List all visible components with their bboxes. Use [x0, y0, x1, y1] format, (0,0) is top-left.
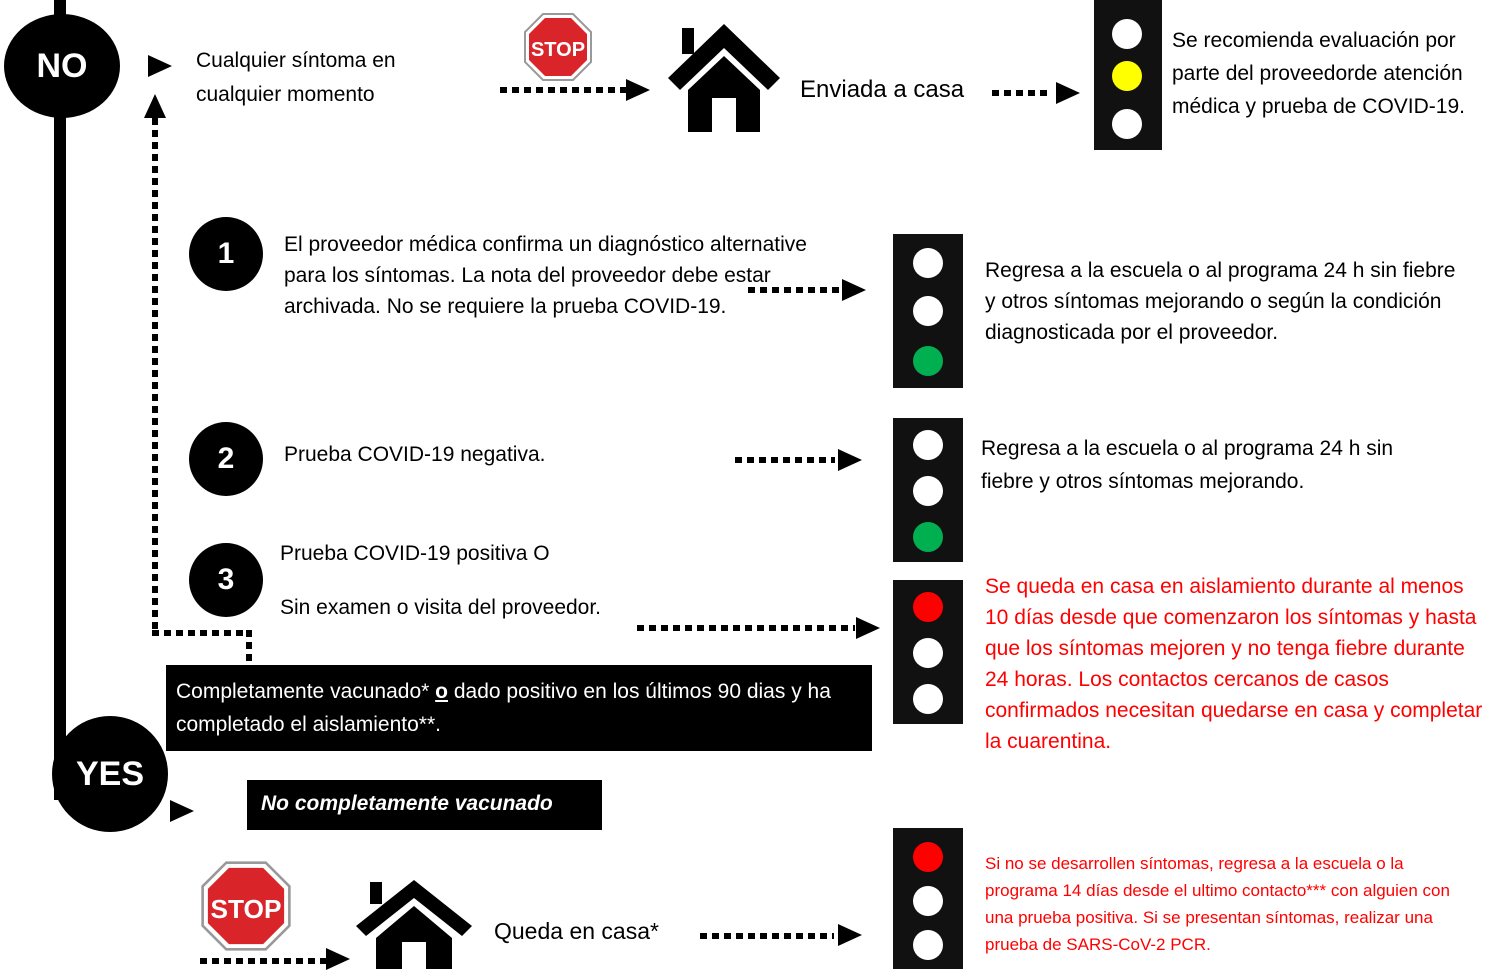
lamp-yellow	[1112, 61, 1142, 91]
lamp-green	[913, 522, 943, 552]
no-circle: NO	[4, 14, 120, 118]
symptom-text: Cualquier síntoma en cualquier momento	[196, 49, 396, 106]
dotted-arrow-line	[992, 90, 1052, 96]
stop-sign-icon-bottom: STOP	[201, 861, 291, 951]
lamp-off	[1112, 109, 1142, 139]
step-number-2: 2	[189, 422, 263, 496]
lamp-off	[913, 430, 943, 460]
no-label: NO	[36, 46, 88, 85]
yes-label: YES	[75, 754, 145, 793]
main-flow-line	[54, 0, 66, 800]
dotted-arrow-line	[735, 457, 835, 463]
not-vaccinated-text: No completamente vacunado	[261, 792, 553, 815]
dotted-arrow-line	[700, 933, 834, 939]
step1-text: El proveedor médica confirma un diagnóst…	[284, 233, 807, 318]
dotted-return-line	[152, 630, 252, 636]
lamp-off	[913, 296, 943, 326]
no-arrow-icon	[148, 55, 172, 77]
dotted-return-line	[152, 118, 158, 634]
traffic-light-red-bottom	[893, 828, 963, 969]
lamp-off	[913, 248, 943, 278]
step-number-label: 1	[217, 237, 235, 270]
vaccinated-box: Completamente vacunado* o dado positivo …	[166, 665, 872, 751]
step1-result: Regresa a la escuela o al programa 24 h …	[985, 259, 1456, 344]
step3-text-b: Sin examen o visita del proveedor.	[280, 596, 602, 619]
lamp-off	[1112, 19, 1142, 49]
traffic-light-green	[893, 418, 963, 562]
vaccinated-part1: Completamente vacunado*	[176, 680, 436, 703]
vaccinated-text: Completamente vacunado* o dado positivo …	[176, 675, 866, 741]
bottom-result: Si no se desarrollen síntomas, regresa a…	[985, 854, 1450, 954]
lamp-off	[913, 930, 943, 960]
stop-sign-icon-top: STOP	[524, 13, 592, 81]
house-icon-top	[668, 24, 780, 132]
arrowhead-icon	[1056, 82, 1080, 104]
arrowhead-icon	[326, 948, 350, 970]
house-icon-bottom	[356, 880, 472, 969]
lamp-red	[913, 842, 943, 872]
step2-text: Prueba COVID-19 negativa.	[284, 443, 546, 466]
recommend-text: Se recomienda evaluación por parte del p…	[1172, 29, 1465, 118]
step3-text-a: Prueba COVID-19 positiva O	[280, 542, 550, 565]
step-number-label: 3	[217, 563, 235, 596]
step-number-label: 2	[217, 442, 235, 475]
step-number-1: 1	[189, 217, 263, 291]
lamp-green	[913, 346, 943, 376]
not-vaccinated-box: No completamente vacunado	[247, 780, 602, 830]
arrowhead-icon	[626, 79, 650, 101]
traffic-light-red	[893, 580, 963, 724]
arrowhead-icon	[856, 617, 880, 639]
dotted-arrow-line	[637, 625, 855, 631]
dotted-arrow-line	[748, 287, 840, 293]
step2-result: Regresa a la escuela o al programa 24 h …	[981, 437, 1394, 493]
step-number-3: 3	[189, 543, 263, 617]
lamp-off	[913, 476, 943, 506]
traffic-light-green	[893, 234, 963, 388]
lamp-red	[913, 592, 943, 622]
stop-sign-label-bottom: STOP	[210, 894, 281, 924]
lamp-off	[913, 638, 943, 668]
yes-arrow-icon	[170, 800, 194, 822]
arrowhead-up-icon	[144, 94, 166, 118]
lamp-off	[913, 886, 943, 916]
arrowhead-icon	[838, 449, 862, 471]
dotted-arrow-line	[500, 87, 628, 93]
yes-circle: YES	[52, 716, 168, 832]
stop-sign-label-top: STOP	[531, 39, 585, 61]
dotted-return-line	[246, 630, 252, 666]
arrowhead-icon	[842, 279, 866, 301]
arrowhead-icon	[838, 924, 862, 946]
stay-home-text: Queda en casa*	[494, 918, 659, 944]
sent-home-text: Enviada a casa	[800, 76, 965, 103]
dotted-arrow-line	[200, 958, 330, 964]
traffic-light-yellow	[1094, 0, 1162, 150]
step3-result: Se queda en casa en aislamiento durante …	[985, 575, 1483, 753]
lamp-off	[913, 684, 943, 714]
vaccinated-or: o	[435, 680, 448, 703]
vaccinated-part2: dado positivo en los últimos 90 dias y h…	[176, 680, 831, 736]
